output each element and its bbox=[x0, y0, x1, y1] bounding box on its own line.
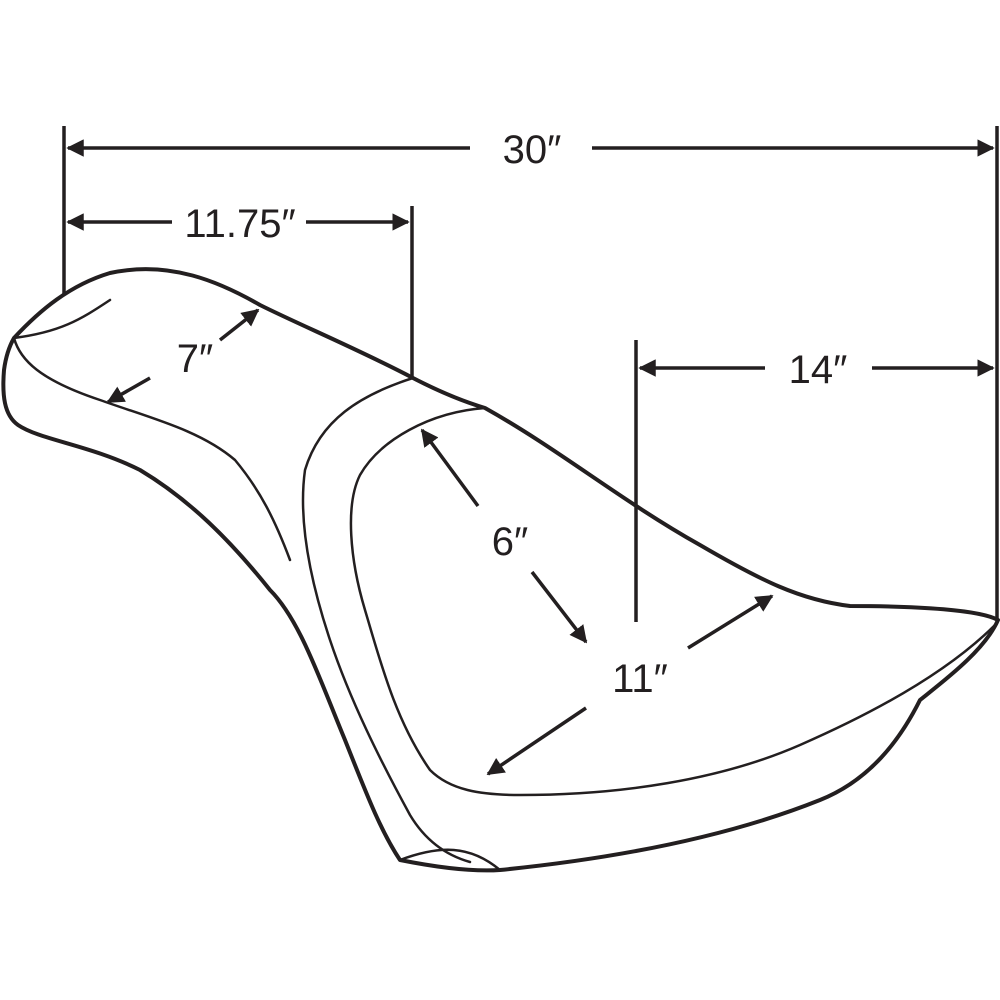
rear-width-arrow-lower bbox=[106, 376, 151, 404]
rear-seat-top-edge bbox=[12, 336, 292, 562]
rider-seat-lower-edge bbox=[398, 848, 502, 872]
front-length-label: 14″ bbox=[789, 348, 848, 392]
step-seam bbox=[301, 376, 472, 864]
rear-width-dimension: 7″ bbox=[106, 308, 260, 404]
rider-seat-contour bbox=[349, 406, 997, 797]
overall-length-dimension: 30″ bbox=[66, 128, 995, 172]
rear-width-label: 7″ bbox=[177, 337, 213, 381]
front-width-dimension: 6″ bbox=[420, 428, 588, 644]
overall-length-label: 30″ bbox=[503, 128, 562, 172]
seat-drawing bbox=[1, 267, 1000, 873]
front-width-arrow-upper bbox=[420, 428, 480, 508]
rear-width-arrow-upper bbox=[218, 308, 260, 342]
front-length-dimension: 14″ bbox=[638, 348, 995, 392]
front-seat-depth-arrow-lower bbox=[486, 706, 587, 776]
front-seat-depth-arrow-upper bbox=[687, 594, 774, 650]
rear-length-dimension: 11.75″ bbox=[66, 202, 410, 246]
extension-lines bbox=[62, 126, 999, 622]
front-seat-depth-label: 11″ bbox=[612, 657, 668, 701]
rear-length-label: 11.75″ bbox=[184, 202, 295, 246]
front-width-label: 6″ bbox=[492, 520, 528, 564]
front-seat-depth-dimension: 11″ bbox=[486, 594, 774, 776]
rear-seat-shoulder bbox=[12, 298, 112, 340]
seat-outline bbox=[1, 267, 1000, 873]
front-width-arrow-lower bbox=[530, 570, 588, 644]
